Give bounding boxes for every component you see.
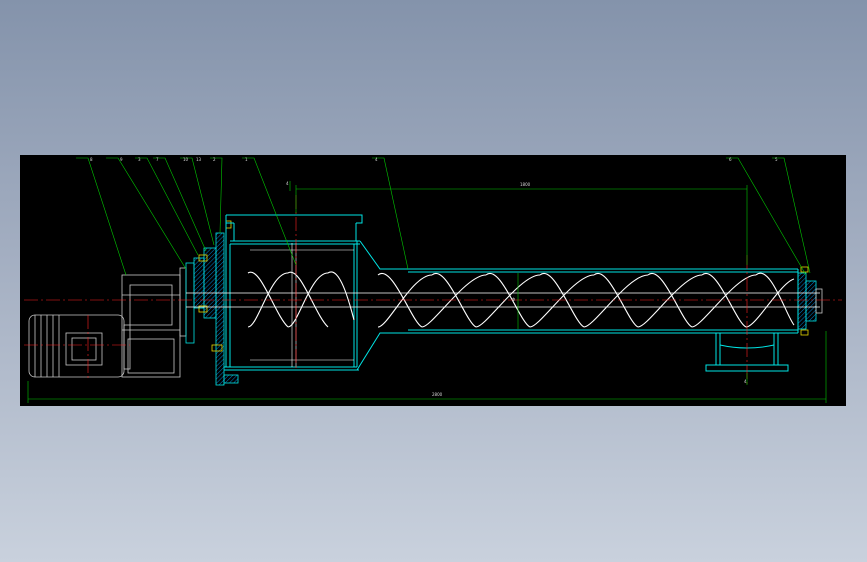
motor — [28, 314, 131, 378]
centerlines — [24, 195, 842, 387]
overall-length-text: 2800 — [432, 392, 443, 397]
tail-bearing — [797, 266, 823, 336]
balloon-10: 10 — [183, 157, 189, 162]
screw-flight — [247, 243, 795, 367]
reducer — [121, 262, 195, 378]
inlet-hopper — [224, 214, 408, 371]
leader-lines — [76, 157, 811, 276]
screw-conveyor-drawing: 1800 2800 Φ 4 4 8 9 — [24, 157, 842, 403]
height-bottom-text: 4 — [744, 379, 747, 384]
dimension-lines — [27, 181, 827, 403]
drive-end-plate — [193, 220, 239, 386]
pitch-dimension-text: 1800 — [520, 182, 531, 187]
balloon-13: 13 — [196, 157, 202, 162]
balloon-labels: 8 9 3 7 10 13 2 1 4 6 5 — [90, 157, 778, 162]
flight-diameter-text: Φ — [512, 297, 515, 302]
drawing-canvas[interactable]: 1800 2800 Φ 4 4 8 9 — [20, 155, 846, 406]
balloon-3: 3 — [138, 157, 141, 162]
balloon-8: 8 — [90, 157, 93, 162]
trough-tube — [408, 268, 799, 334]
balloon-4: 4 — [375, 157, 378, 162]
height-top-text: 4 — [286, 181, 289, 186]
balloon-2: 2 — [213, 157, 216, 162]
balloon-7: 7 — [156, 157, 159, 162]
balloon-6: 6 — [729, 157, 732, 162]
balloon-1: 1 — [245, 157, 248, 162]
balloon-9: 9 — [120, 157, 123, 162]
balloon-5: 5 — [775, 157, 778, 162]
dimension-texts: 1800 2800 Φ 4 4 — [286, 181, 747, 397]
